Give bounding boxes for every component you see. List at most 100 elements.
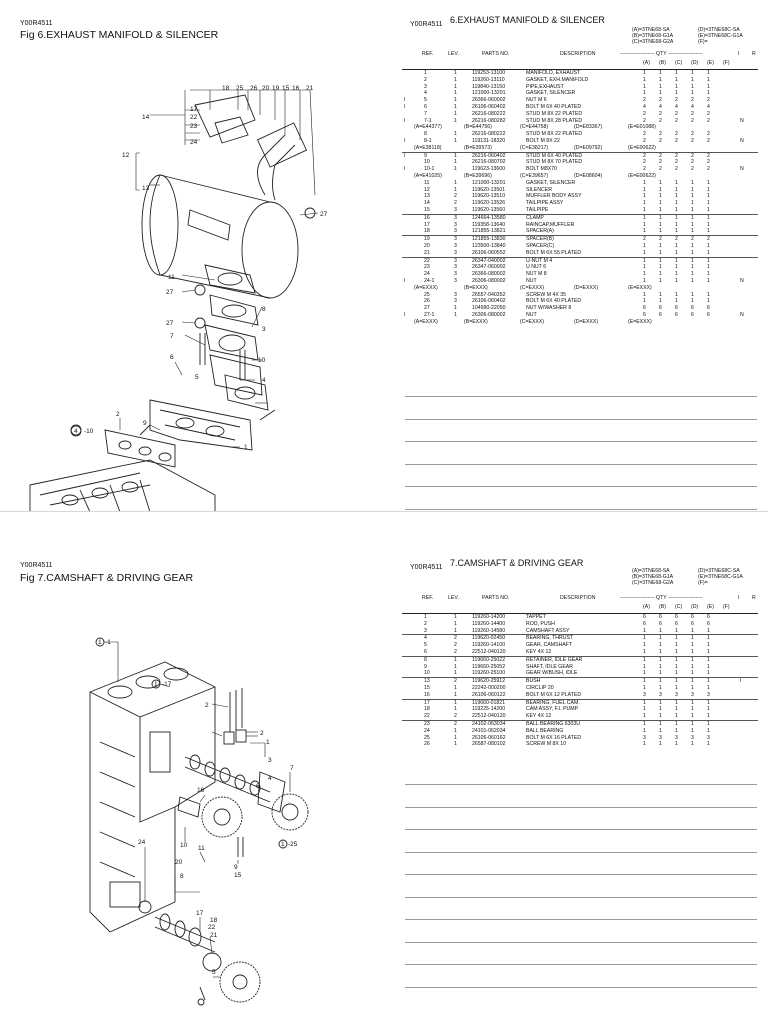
qty-cell: 6 [659, 620, 662, 627]
qty-cell: 1 [707, 249, 710, 256]
serial-note-value: (E=E00622) [628, 172, 656, 179]
qty-cell: 2 [659, 110, 662, 117]
callout: -10 [84, 428, 94, 435]
ref-cell: 24 [424, 271, 430, 278]
qty-cell: 2 [675, 117, 678, 124]
description-cell: SPACER(A) [526, 228, 554, 235]
qty-cell: 1 [675, 663, 678, 670]
qty-cell: 1 [659, 242, 662, 249]
qty-cell: 1 [675, 678, 678, 685]
qty-cell: 1 [643, 713, 646, 720]
qty-cell: 1 [707, 76, 710, 83]
serial-note-value: (B=EXXX) [464, 284, 488, 291]
qty-cell: 1 [707, 648, 710, 655]
description-cell: SILENCER [526, 186, 552, 193]
qty-cell: 1 [691, 627, 694, 634]
qty-cell: 6 [691, 614, 694, 620]
qty-cell: 1 [659, 648, 662, 655]
qty-cell: 1 [675, 720, 678, 727]
qty-cell: 2 [707, 110, 710, 117]
ref-cell: 27 [424, 305, 430, 312]
qty-cell: 1 [643, 727, 646, 734]
level-cell: 1 [454, 614, 457, 620]
ref-cell: 7 [424, 110, 427, 117]
qty-cell: 2 [675, 159, 678, 166]
ref-cell: 16 [424, 214, 430, 221]
qty-cell: 6 [691, 311, 694, 318]
ruled-line [405, 418, 757, 420]
exhaust-manifold-diagram: 18 25 26 20 19 15 16 21 17 14 22 23 12 2… [29, 85, 328, 512]
qty-cell: 1 [691, 70, 694, 76]
part-number-cell: 26106-060122 [472, 691, 506, 698]
callout: 4 [268, 775, 272, 782]
part-number-cell: 26366-080002 [472, 271, 506, 278]
qty-cell: 1 [659, 76, 662, 83]
serial-note-value: (B=E39573) [464, 144, 492, 151]
callout: 2 [205, 702, 209, 709]
qty-cell: 2 [643, 152, 646, 159]
qty-cell: 1 [643, 706, 646, 713]
ref-cell: 23 [424, 720, 430, 727]
qty-cell: 1 [675, 242, 678, 249]
qty-cell: 6 [643, 620, 646, 627]
part-number-cell: 22242-000200 [472, 684, 506, 691]
qty-cell: 4 [707, 103, 710, 110]
callout: 20 [262, 85, 270, 92]
qty-cell: 1 [659, 635, 662, 642]
callout: 13 [142, 185, 150, 192]
part-number-cell: 26587-080102 [472, 741, 506, 748]
level-cell: 3 [454, 236, 457, 243]
qty-cell: 1 [675, 200, 678, 207]
callout: 1 [281, 841, 285, 848]
level-cell: 3 [454, 242, 457, 249]
level-cell: 1 [454, 137, 457, 144]
level-cell: 1 [454, 70, 457, 76]
catalog-page-6: Y00R4511 Fig 6.EXHAUST MANIFOLD & SILENC… [20, 15, 758, 524]
level-cell: 1 [454, 76, 457, 83]
callout: 27 [166, 320, 174, 327]
qty-cell: 1 [707, 727, 710, 734]
qty-cell: 2 [691, 166, 694, 173]
callout: 9 [143, 420, 147, 427]
qty-cell: 1 [675, 271, 678, 278]
serial-note-value: (E=EXXX) [628, 284, 652, 291]
qty-cell: 1 [707, 186, 710, 193]
qty-cell: 1 [643, 228, 646, 235]
serial-note-value: (A=E44377) [414, 124, 442, 131]
description-cell: RETAINER, IDLE GEAR [526, 656, 583, 663]
callout: -17 [162, 681, 172, 688]
qty-cell: 1 [675, 83, 678, 90]
callout: 22 [208, 924, 216, 931]
qty-cell: 1 [675, 90, 678, 97]
qty-cell: 1 [707, 70, 710, 76]
qty-cell: 1 [643, 656, 646, 663]
description-cell: NUT M 8 [526, 271, 547, 278]
callout: 26 [250, 85, 258, 92]
callout: 15 [282, 85, 290, 92]
qty-cell: 1 [659, 186, 662, 193]
callout: 15 [234, 872, 242, 879]
qty-cell: 1 [691, 200, 694, 207]
qty-cell: 3 [707, 691, 710, 698]
ref-cell: 8-1 [424, 137, 432, 144]
ref-cell: 22 [424, 713, 430, 720]
description-cell: MANIFOLD, EXHAUST [526, 70, 581, 76]
qty-cell: 1 [691, 228, 694, 235]
qty-cell: 1 [691, 670, 694, 677]
description-cell: STUD M 8X 70 PLATED [526, 159, 583, 166]
serial-note-value: (C=E44758) [520, 124, 549, 131]
part-number-cell: 119840-13150 [472, 83, 506, 90]
callout: 27 [166, 289, 174, 296]
part-number-cell: 24101-062034 [472, 727, 506, 734]
qty-cell: 2 [659, 236, 662, 243]
description-cell: GASKET, SILENCER [526, 179, 576, 186]
qty-cell: 1 [643, 627, 646, 634]
description-cell: KEY 4X 12 [526, 648, 552, 655]
level-cell: 3 [454, 206, 457, 213]
description-cell: BUSH [526, 678, 541, 685]
